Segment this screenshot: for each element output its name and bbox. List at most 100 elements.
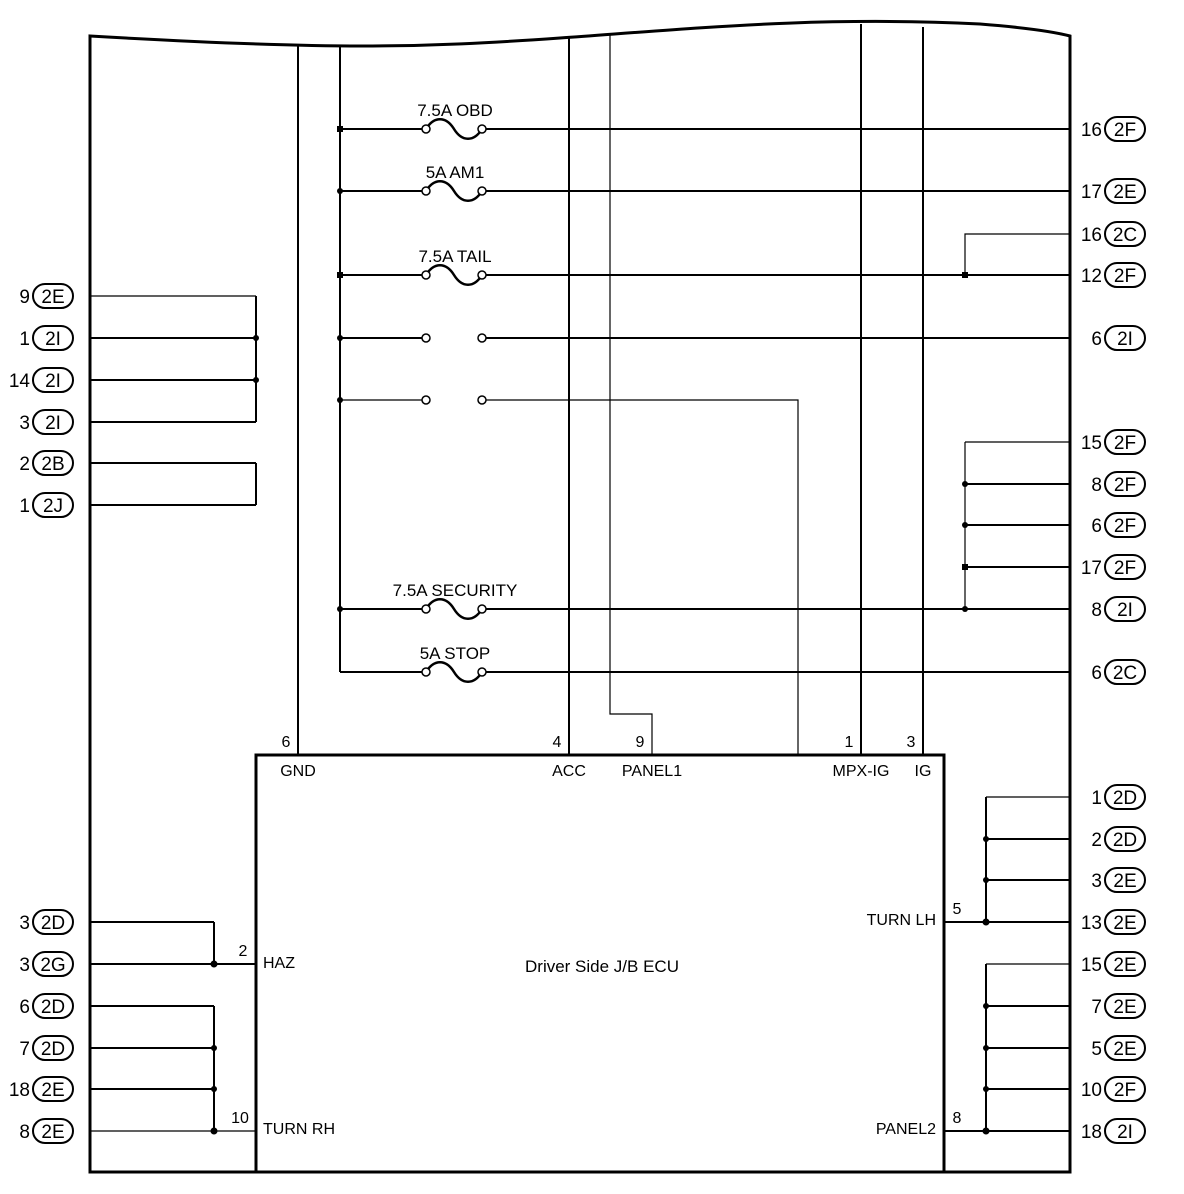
svg-text:2E: 2E (1113, 871, 1136, 892)
connector-badge: 2 2D (1091, 826, 1146, 852)
ecu-pin-name: HAZ (263, 955, 295, 972)
svg-text:1: 1 (1091, 788, 1102, 809)
fuse-label: 5A AM1 (426, 163, 485, 182)
svg-text:2C: 2C (1113, 225, 1137, 246)
ecu-pin-number: 8 (953, 1110, 962, 1127)
connector-badge: 7 2E (1091, 993, 1146, 1019)
svg-text:17: 17 (1081, 182, 1102, 203)
connector-badge: 1 2I (19, 325, 74, 351)
svg-text:8: 8 (1091, 475, 1102, 496)
ecu-pin-name: PANEL2 (876, 1121, 936, 1138)
fuse-label: 7.5A SECURITY (393, 581, 518, 600)
connector-badge: 3 2I (19, 409, 74, 435)
svg-text:2E: 2E (41, 287, 64, 308)
fuse-stop (421, 661, 487, 683)
ecu-pin-name: IG (915, 763, 932, 780)
svg-text:12: 12 (1081, 266, 1102, 287)
connector-badge: 15 2E (1081, 951, 1146, 977)
svg-text:15: 15 (1081, 433, 1102, 454)
svg-text:2F: 2F (1114, 120, 1136, 141)
ecu-pin-name: GND (280, 763, 316, 780)
svg-text:3: 3 (19, 913, 30, 934)
connector-badge: 1 2D (1091, 784, 1146, 810)
svg-text:2I: 2I (1117, 329, 1133, 350)
ecu-pin-number: 3 (907, 734, 916, 751)
svg-text:1: 1 (19, 496, 30, 517)
fuse-tail (421, 264, 487, 286)
connector-badge: 12 2F (1081, 262, 1146, 288)
connector-badge: 3 2D (19, 909, 74, 935)
connector-badge: 6 2F (1091, 512, 1146, 538)
open-terminal-pair-1 (421, 333, 487, 343)
svg-text:3: 3 (19, 955, 30, 976)
connector-badge: 7 2D (19, 1035, 74, 1061)
svg-text:5: 5 (1091, 1039, 1102, 1060)
svg-text:2: 2 (1091, 830, 1102, 851)
connector-badge: 2 2B (19, 450, 74, 476)
svg-text:15: 15 (1081, 955, 1102, 976)
svg-text:2E: 2E (1113, 1039, 1136, 1060)
ecu-pin-number: 4 (553, 734, 562, 751)
svg-text:2E: 2E (1113, 997, 1136, 1018)
svg-text:2F: 2F (1114, 516, 1136, 537)
svg-text:2D: 2D (41, 1039, 65, 1060)
svg-text:2E: 2E (1113, 182, 1136, 203)
svg-text:1: 1 (19, 329, 30, 350)
svg-text:2I: 2I (45, 329, 61, 350)
svg-text:6: 6 (19, 997, 30, 1018)
svg-text:2I: 2I (45, 371, 61, 392)
svg-text:17: 17 (1081, 558, 1102, 579)
fuse-am1 (421, 180, 487, 202)
connector-badge: 17 2E (1081, 178, 1146, 204)
connector-badge: 16 2F (1081, 116, 1146, 142)
connector-badge: 8 2F (1091, 471, 1146, 497)
fuse-obd (421, 118, 487, 140)
svg-text:2D: 2D (1113, 830, 1137, 851)
svg-text:13: 13 (1081, 913, 1102, 934)
svg-text:6: 6 (1091, 516, 1102, 537)
ecu-pin-number: 6 (282, 734, 291, 751)
svg-text:2D: 2D (41, 913, 65, 934)
connector-badge: 1 2J (19, 492, 74, 518)
svg-text:2J: 2J (43, 496, 63, 517)
fuse-security (421, 598, 487, 620)
svg-text:6: 6 (1091, 663, 1102, 684)
connector-badge: 5 2E (1091, 1035, 1146, 1061)
svg-text:8: 8 (1091, 600, 1102, 621)
ecu-pin-name: TURN LH (867, 912, 936, 929)
svg-text:2B: 2B (41, 454, 64, 475)
svg-text:2: 2 (19, 454, 30, 475)
svg-text:7: 7 (19, 1039, 30, 1060)
ecu-pin-name: ACC (552, 763, 586, 780)
svg-text:2F: 2F (1114, 475, 1136, 496)
svg-text:2F: 2F (1114, 266, 1136, 287)
junction-dots (210, 126, 990, 1135)
svg-text:18: 18 (9, 1080, 30, 1101)
svg-text:2G: 2G (40, 955, 65, 976)
svg-text:7: 7 (1091, 997, 1102, 1018)
svg-text:9: 9 (19, 287, 30, 308)
ecu-pin-number: 9 (636, 734, 645, 751)
svg-text:2I: 2I (45, 413, 61, 434)
svg-text:2I: 2I (1117, 1122, 1133, 1143)
svg-text:2E: 2E (1113, 955, 1136, 976)
svg-text:16: 16 (1081, 120, 1102, 141)
ecu-pin-name: MPX-IG (833, 763, 890, 780)
fuse-label: 7.5A OBD (417, 101, 493, 120)
svg-text:3: 3 (19, 413, 30, 434)
svg-text:2E: 2E (41, 1122, 64, 1143)
svg-text:2D: 2D (1113, 788, 1137, 809)
svg-text:2F: 2F (1114, 558, 1136, 579)
